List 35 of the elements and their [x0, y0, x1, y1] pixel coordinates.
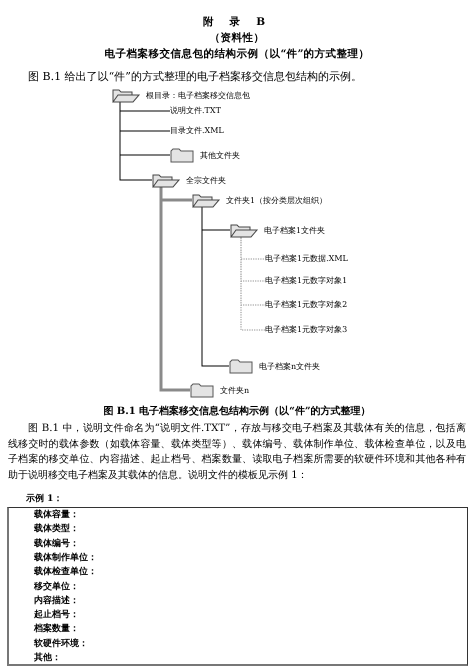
example-heading: 示例 1：: [26, 492, 62, 505]
connector-line: [120, 102, 152, 180]
field-label: 其他：: [34, 652, 61, 664]
field-label: 载体编号：: [34, 538, 79, 550]
connector-line: [240, 237, 266, 330]
connector-line: [160, 188, 190, 392]
field-label: 软硬件环境：: [34, 638, 88, 650]
folder-label: 文件夹1（按分类层次组织）: [226, 194, 328, 206]
file-name: 目录文件.XML: [170, 125, 224, 137]
section-heading: 电子档案移交信息包的结构示例（以“件”的方式整理）: [103, 47, 371, 61]
field-label: 载体检查单位：: [34, 566, 97, 578]
folder-label: 电子档案1文件夹: [264, 224, 326, 236]
folder-label: 根目录：电子档案移交信息包: [146, 90, 250, 100]
folder-label: 电子档案n文件夹: [259, 360, 320, 372]
subtitle: （资料性）: [208, 31, 266, 45]
connector-line: [202, 207, 230, 366]
file-name: 电子档案1元数据.XML: [265, 253, 348, 265]
field-label: 起止档号：: [34, 609, 79, 622]
field-label: 档案数量：: [34, 623, 79, 636]
file-name: 电子档案1元数字对象3: [265, 324, 348, 336]
figure-caption: 图 B.1 电子档案移交信息包结构示例（以“件”的方式整理）: [102, 404, 372, 418]
folder-label: 文件夹n: [220, 384, 250, 396]
field-label: 移交单位：: [34, 580, 79, 592]
file-name: 说明文件.TXT: [170, 105, 221, 117]
field-label: 载体容量：: [34, 509, 79, 521]
field-label: 内容描述：: [34, 594, 79, 607]
appendix-title: 附 录 B: [202, 15, 272, 29]
field-label: 载体类型：: [34, 523, 79, 536]
folder-label: 全宗文件夹: [186, 174, 226, 186]
file-name: 电子档案1元数字对象2: [265, 299, 348, 311]
folder-label: 其他文件夹: [200, 150, 240, 160]
field-label: 载体制作单位：: [34, 552, 97, 564]
intro-sentence: 图 B.1 给出了以“件”的方式整理的电子档案移交信息包结构的示例。: [28, 69, 362, 84]
file-name: 电子档案1元数字对象1: [265, 275, 348, 287]
body-paragraph: 图 B.1 中，说明文件命名为“说明文件.TXT”，存放与移交电子档案及其载体有关的信息，包括离线移交时的载体参数（如载体容量、载体类型等）、载体编号、载体制作单位、载体检查单位，以及电子档案的移交单位、内容描述、起止档号、档案数量、读取电子档案所需要的软硬件环境和其他各种有助于说明移交电子档案及其载体的信息。说明文件的模板见示例 1：: [8, 422, 466, 482]
